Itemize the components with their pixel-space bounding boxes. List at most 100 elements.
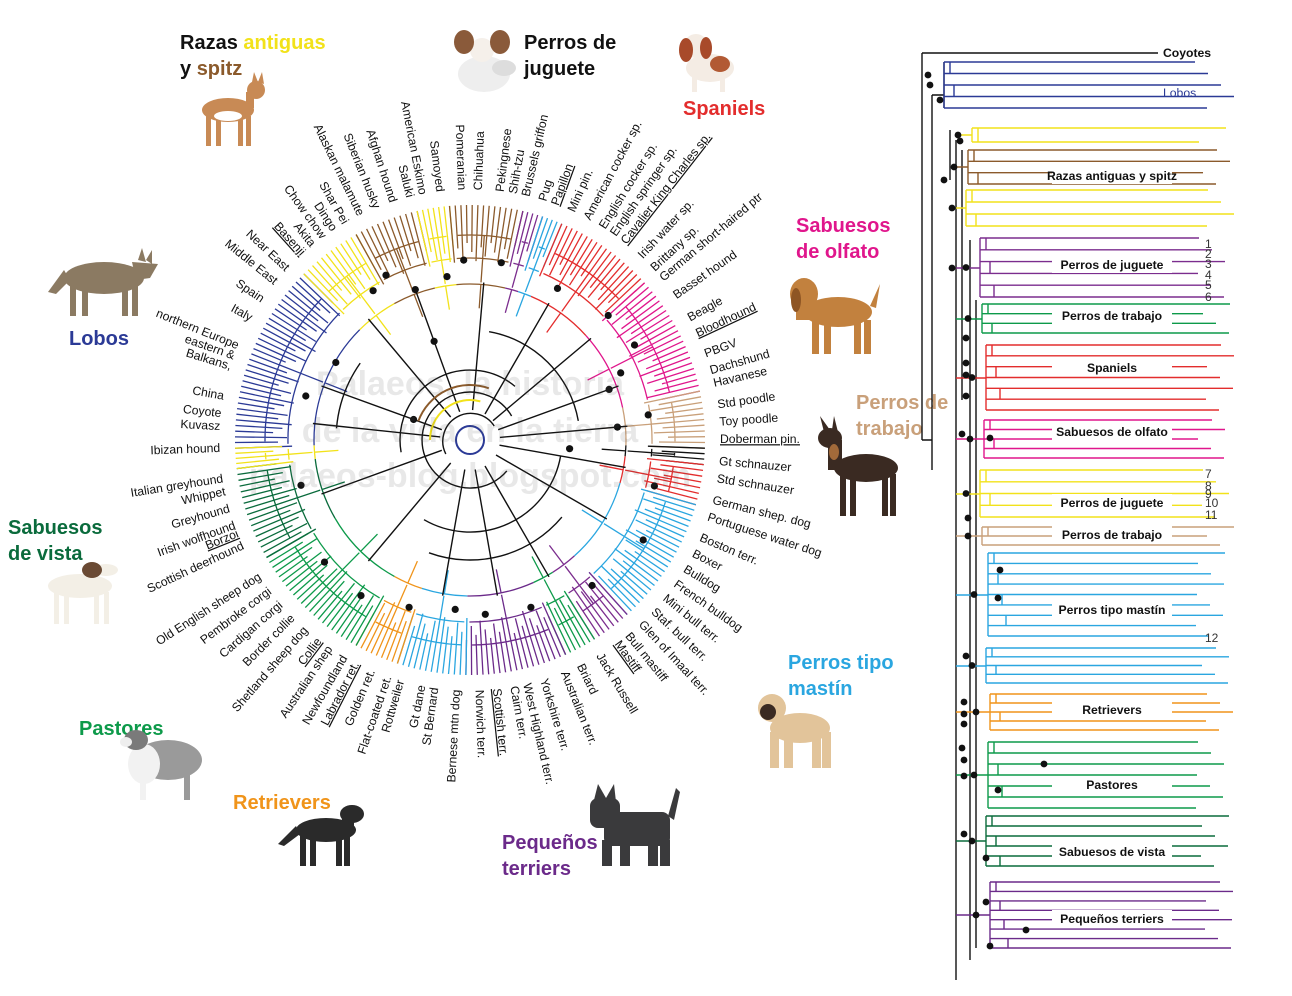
breed-label: China — [191, 383, 225, 402]
cladogram-label: Perros de juguete — [1061, 258, 1164, 272]
cladogram-label-bg — [1052, 843, 1172, 860]
cladogram-dot-5 — [962, 334, 970, 342]
breed-label: Pomeranian — [453, 124, 469, 190]
cladogram-node-dot — [926, 81, 934, 89]
cladogram-label: Pequeños terriers — [1060, 912, 1164, 926]
cladogram-dot-19 — [960, 756, 968, 764]
cladogram-node-dot — [966, 435, 974, 443]
group-title-scent-line1: Sabuesos — [796, 215, 891, 237]
clade-sector-19 — [236, 458, 346, 559]
group-title-toy: Perros de juguete — [524, 30, 616, 82]
cladogram-label-bg — [1052, 601, 1172, 618]
clade-sector-2 — [355, 210, 436, 318]
group-title-small-terriers: Pequeños terriers — [502, 830, 598, 882]
cladogram-dot-20 — [960, 772, 968, 780]
clade-sector-1 — [303, 234, 395, 335]
papillon-photo — [454, 30, 516, 92]
group-title-mastiff-line2: mastín — [788, 678, 853, 700]
cladogram-dot-14 — [962, 652, 970, 660]
cladogram-backbone — [921, 52, 1158, 980]
cladogram-dot-18 — [958, 744, 966, 752]
cladogram-clade-15 — [956, 881, 1233, 949]
root-circle — [455, 425, 485, 455]
clade-sector-7 — [530, 223, 646, 337]
breed-label: Spain — [233, 276, 267, 305]
node-dot-6 — [617, 369, 625, 377]
clade-sector-12 — [573, 482, 697, 616]
group-title-sight-line2: de vista — [8, 543, 83, 565]
clade-sectors — [234, 204, 706, 676]
cladogram-dot-4 — [948, 264, 956, 272]
cladogram-dot-1 — [936, 96, 944, 104]
cladogram-label: Lobos — [1163, 86, 1196, 100]
group-title-toy-line1: Perros de — [524, 32, 617, 54]
breed-label: Toy poodle — [719, 411, 779, 429]
cladogram-dot-21 — [994, 786, 1002, 794]
bloodhound-photo — [790, 278, 880, 354]
cladogram-label-bg — [1052, 256, 1172, 273]
node-dot-22 — [382, 271, 390, 279]
cladogram-number: 7 — [1205, 467, 1212, 481]
labrador-photo — [278, 805, 364, 866]
cladogram-dot-12 — [996, 566, 1004, 574]
node-dot-19 — [332, 358, 340, 367]
mastiff-photo — [758, 694, 831, 768]
breed-label: Norwich terr. — [472, 690, 488, 759]
watermark: Palaeos, la historia de la vida en la ti… — [249, 365, 691, 495]
cladogram-node-dot — [962, 264, 970, 271]
clade-sector-16 — [396, 570, 468, 676]
node-dot-1 — [443, 273, 451, 281]
clade-sector-15 — [465, 569, 567, 676]
cladogram-label: Perros de juguete — [1061, 496, 1164, 510]
cladogram-label: Razas antiguas y spitz — [1047, 169, 1177, 183]
breed-label: Std poodle — [717, 389, 777, 411]
cladogram-node-dot — [972, 911, 980, 919]
cladogram-number: 1 — [1205, 237, 1212, 251]
cladogram-clade-6 — [956, 344, 1234, 411]
node-dot-3 — [553, 284, 562, 292]
cladogram-label: Spaniels — [1087, 361, 1137, 375]
cladogram-label: Pastores — [1086, 778, 1138, 792]
cladogram-label: Retrievers — [1082, 703, 1142, 717]
cladogram-clade-11 — [956, 647, 1229, 684]
cladogram-dot-3 — [940, 176, 948, 184]
cladogram-dot-25 — [982, 854, 990, 862]
node-dot-5 — [630, 341, 639, 349]
cladogram-number: 6 — [1205, 290, 1212, 304]
breed-label: Scottish terr. — [490, 688, 511, 757]
cladogram-dot-7 — [962, 371, 970, 379]
node-dot-24 — [430, 337, 438, 345]
spitz-inner-arc — [417, 384, 490, 422]
cladogram-dot-26 — [1022, 926, 1030, 934]
node-dot-2 — [497, 259, 505, 267]
cladogram-label-bg — [1052, 776, 1172, 793]
cladogram-dot-11 — [964, 514, 972, 522]
node-dot-18 — [302, 392, 310, 400]
cladogram-number: 11 — [1205, 508, 1218, 522]
cladogram-dot-15 — [960, 698, 968, 706]
node-dot-7 — [644, 411, 652, 419]
clade-sector-13 — [548, 545, 628, 640]
group-title-terriers-line2: terriers — [502, 858, 571, 880]
cladogram-dot-23 — [982, 898, 990, 906]
cladogram-dot-13 — [994, 594, 1002, 602]
breed-label: Std schnauzer — [716, 471, 795, 497]
cladogram-node-dot — [970, 771, 978, 779]
node-dot-20 — [369, 287, 377, 295]
cladogram-number: 10 — [1205, 496, 1219, 510]
backbone-branches — [312, 282, 628, 596]
cladogram-dot-16 — [960, 710, 968, 718]
cladogram-dot-9 — [958, 430, 966, 438]
group-title-working-line2: trabajo — [856, 418, 923, 440]
clade-sector-14 — [531, 556, 596, 655]
group-title-spaniels: Spaniels — [683, 98, 766, 120]
node-dot-17 — [297, 481, 305, 489]
cladogram-dot-0 — [924, 71, 932, 79]
cladogram-number: 9 — [1205, 487, 1212, 501]
node-dot-10 — [588, 581, 596, 590]
cladogram-node-dot — [970, 591, 978, 598]
node-dot-11 — [527, 603, 535, 611]
group-title-scent-line2: de olfato — [796, 241, 880, 263]
